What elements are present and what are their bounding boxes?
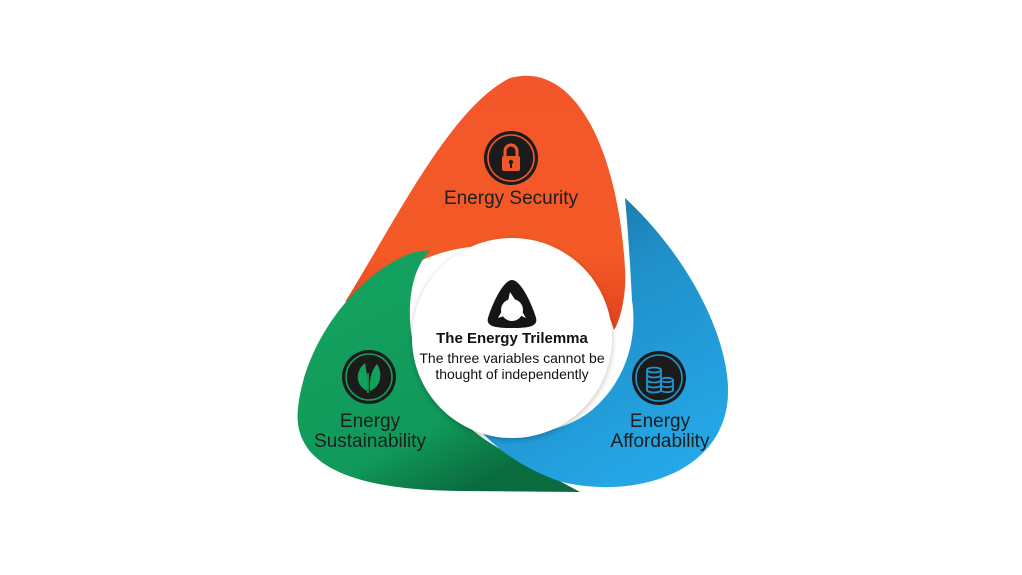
petal-sustainability: [297, 250, 580, 492]
trilemma-logo-icon: [487, 280, 537, 328]
security-label: Energy Security: [443, 188, 579, 209]
affordability-label-line2: Affordability: [610, 430, 710, 452]
petal-security: [345, 75, 626, 330]
affordability-label: Energy Affordability: [580, 412, 740, 452]
affordability-label-line1: Energy: [629, 411, 691, 432]
coins-icon: [632, 351, 686, 405]
sustainability-label-line1: Energy: [339, 411, 401, 432]
center-subtitle-line2: thought of independently: [435, 366, 589, 383]
sustainability-label-line2: Sustainability: [314, 430, 426, 452]
center-subtitle-line1: The three variables cannot be: [419, 350, 605, 366]
leaf-icon: [342, 350, 396, 404]
sustainability-label: Energy Sustainability: [290, 412, 450, 452]
petal-affordability: [480, 198, 729, 488]
center-title: The Energy Trilemma: [436, 330, 588, 347]
center-circle: [412, 238, 612, 438]
lock-icon: [484, 131, 538, 185]
center-subtitle: The three variables cannot be thought of…: [412, 350, 612, 382]
